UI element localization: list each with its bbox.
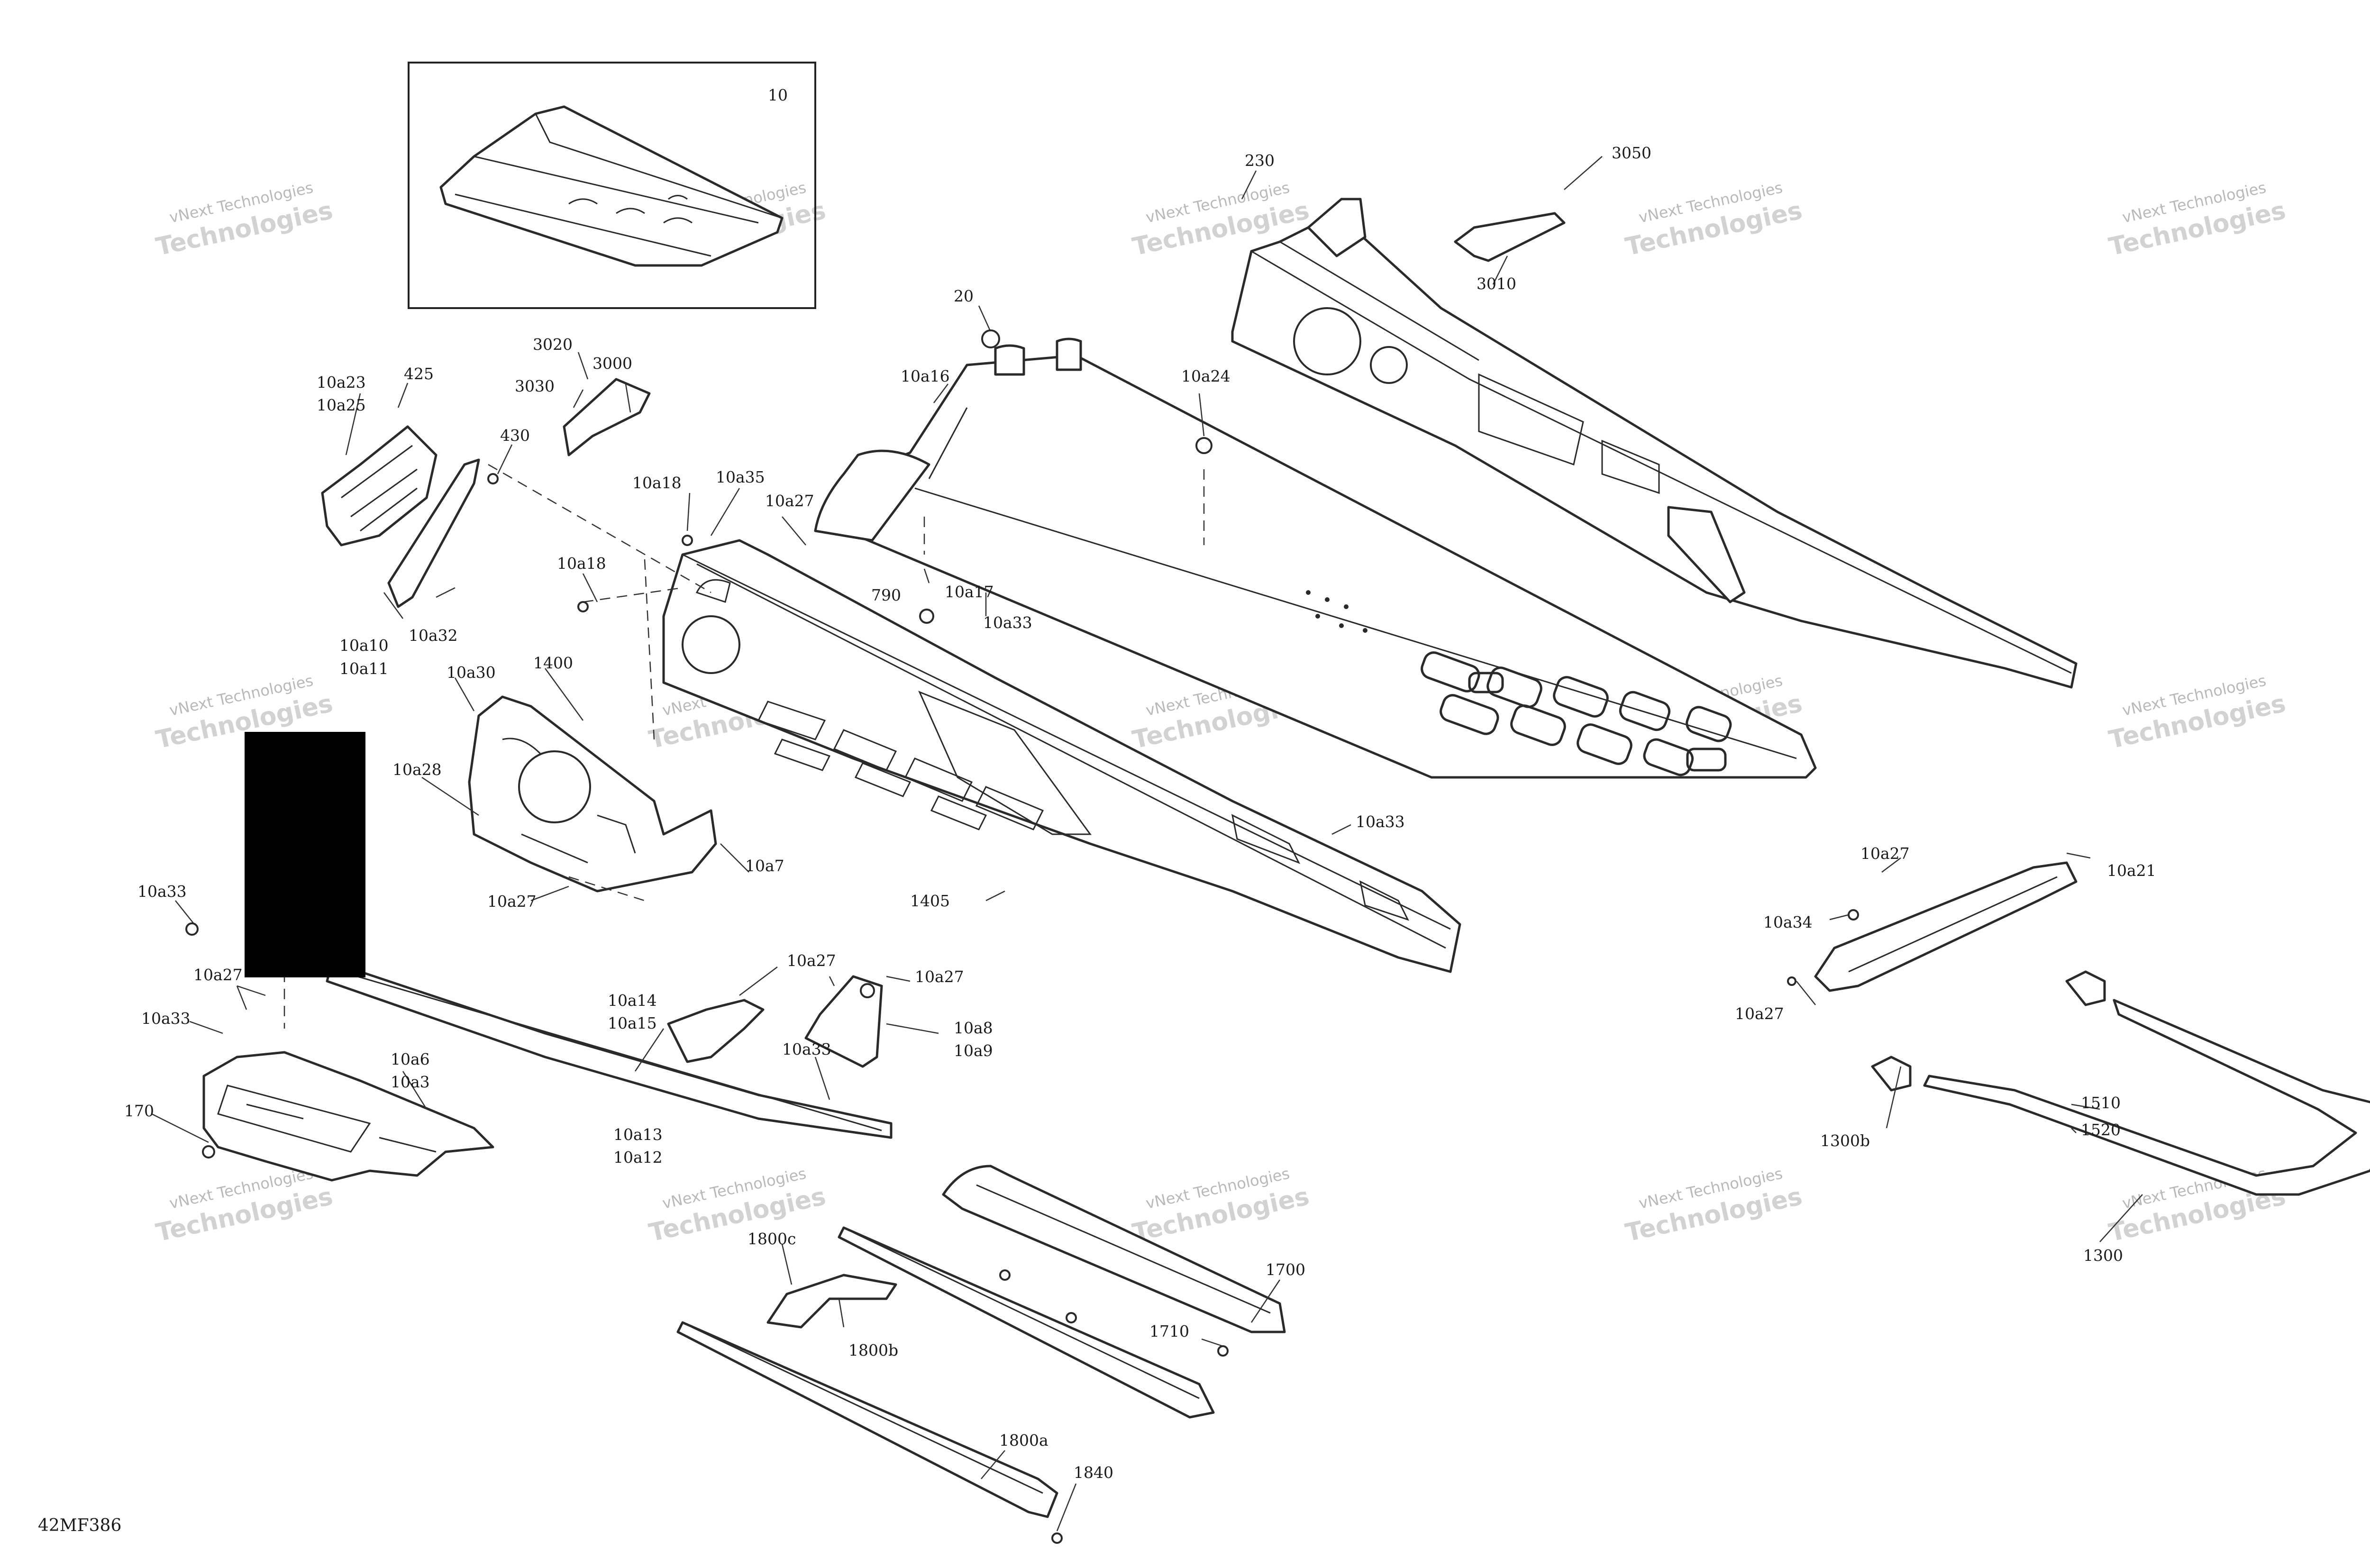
callout-425: 425 [404,365,434,383]
callout-10a28: 10a28 [392,760,442,779]
callout-10a33-center: 10a33 [983,613,1032,632]
callout-10a11: 10a11 [339,659,389,678]
callout-10a9: 10a9 [954,1041,993,1060]
callout-10a27-mid: 10a27 [787,951,836,970]
callout-1405: 1405 [910,892,950,910]
callout-10a7: 10a7 [745,857,784,875]
redaction-block [245,732,365,977]
callout-1800b: 1800b [848,1341,898,1359]
callout-10a23: 10a23 [317,373,366,392]
callout-10a33-skid: 10a33 [141,1009,191,1028]
callout-10a27-left: 10a27 [193,966,243,984]
callout-230: 230 [1245,151,1275,170]
footrest-bracket [321,378,651,608]
callout-10a33-left: 10a33 [137,882,187,901]
mid-brackets [667,975,883,1068]
callout-1710: 1710 [1149,1322,1189,1340]
callout-labels: 10a23 10a25 425 430 3020 3000 3030 10a10… [124,144,2156,1482]
callout-430: 430 [500,426,530,445]
callout-10a27-top: 10a27 [765,492,814,510]
callout-10a32: 10a32 [409,626,458,645]
front-bulkhead [468,695,717,893]
inset-label: 10 [768,86,788,104]
callout-790: 790 [871,586,901,604]
callout-10a27-rear-top: 10a27 [1860,844,1910,863]
callout-10a8: 10a8 [954,1019,993,1037]
callout-3050: 3050 [1612,144,1651,162]
callout-10a18-mid: 10a18 [557,554,606,573]
callout-1520: 1520 [2081,1121,2121,1139]
callout-10a13: 10a13 [613,1125,663,1144]
diagram-code: 42MF386 [38,1516,121,1535]
callout-20: 20 [954,287,974,305]
callout-10a33-mid: 10a33 [782,1040,831,1058]
inset-assembly-10: 10 [408,62,816,309]
callout-10a3: 10a3 [391,1073,430,1091]
assembly-lines [283,464,1205,1029]
leader-lines [151,156,2143,1532]
fasteners [185,329,1859,1544]
callout-3010: 3010 [1477,274,1516,293]
callout-1510: 1510 [2081,1094,2121,1112]
callout-3030: 3030 [515,377,555,395]
callout-1840: 1840 [1074,1463,1113,1482]
callout-170: 170 [124,1102,154,1120]
running-boards [676,1165,1286,1518]
callout-1300b: 1300b [1820,1131,1870,1150]
callout-3020: 3020 [533,335,573,354]
callout-10a15: 10a15 [608,1014,657,1032]
callout-10a35: 10a35 [716,468,765,486]
front-lower-rail [326,961,893,1139]
callout-1800a: 1800a [999,1431,1048,1449]
callout-10a27-bulkhead: 10a27 [487,892,537,911]
callout-10a17: 10a17 [945,583,994,601]
callout-1400: 1400 [533,654,573,672]
callout-1800c: 1800c [747,1230,796,1248]
bracket-3010 [1454,212,1566,262]
callout-10a30: 10a30 [447,663,496,682]
rear-bumper [1814,861,2370,1196]
right-side-rail [1231,198,2078,689]
skid-plate [202,1051,494,1182]
callout-10a34: 10a34 [1763,913,1813,931]
left-side-rail [662,539,1461,973]
callout-1300: 1300 [2083,1246,2123,1265]
callout-10a21: 10a21 [2107,861,2156,880]
callout-10a27-rear-bottom: 10a27 [1735,1004,1784,1023]
callout-10a25: 10a25 [317,396,366,414]
callout-10a18-top: 10a18 [632,474,682,492]
callout-3000: 3000 [592,354,632,373]
callout-10a27-mid-right: 10a27 [915,967,964,986]
callout-10a14: 10a14 [608,991,657,1010]
callout-10a6: 10a6 [391,1050,430,1068]
callout-1700: 1700 [1266,1260,1305,1279]
tunnel-top-panel [814,337,1817,779]
callout-10a10: 10a10 [339,636,389,655]
callout-10a24: 10a24 [1181,367,1231,385]
callout-10a33-right: 10a33 [1356,812,1405,831]
callout-10a12: 10a12 [613,1148,663,1167]
callout-10a16: 10a16 [901,367,950,385]
